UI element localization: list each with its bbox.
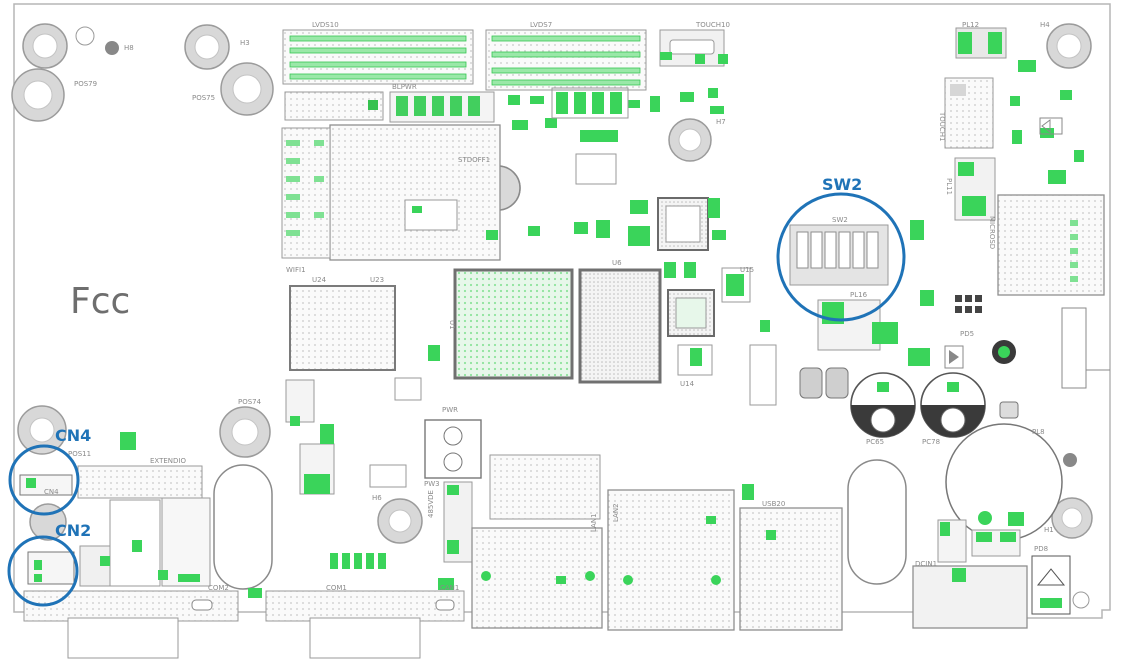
dcin1-connector: [912, 565, 1028, 629]
label-stdoff1: STDOFF1: [458, 156, 490, 164]
callout-cn2: CN2: [7, 521, 91, 607]
label-wifi1: WIFI1: [286, 266, 306, 274]
label-lan2: LAN2: [612, 503, 620, 522]
label-pl12: PL12: [962, 21, 979, 29]
label-u15: U15: [740, 266, 754, 274]
callout-circle-cn2: [7, 535, 79, 607]
label-pd8: PD8: [1034, 545, 1048, 553]
label-h8: H8: [124, 44, 134, 52]
label-pos79: POS79: [74, 80, 97, 88]
lan2-connector: [607, 489, 735, 631]
fcc-mark: Fcc: [70, 281, 130, 322]
soc-chip-left: [289, 285, 396, 371]
label-pos74: POS74: [238, 398, 262, 406]
test-point: [105, 41, 119, 55]
label-com2: COM2: [208, 584, 229, 592]
soc-chip-right: [578, 268, 662, 384]
label-u23: U23: [370, 276, 384, 284]
label-bl-pwr: BLPWR: [392, 83, 417, 91]
label-pd5: PD5: [960, 330, 974, 338]
label-pc78: PC78: [922, 438, 940, 446]
left-vertical-header: [281, 127, 331, 259]
label-extendio: EXTENDIO: [150, 457, 186, 465]
callout-cn4: CN4: [8, 426, 91, 516]
module-area: [329, 124, 501, 261]
test-point: [1063, 453, 1077, 467]
label-u24: U24: [312, 276, 327, 284]
label-h1: H1: [1044, 526, 1054, 534]
label-sw2: SW2: [832, 216, 848, 224]
label-pos11: POS11: [68, 450, 91, 458]
callout-circle-cn4: [8, 444, 80, 516]
label-touch10: TOUCH10: [695, 21, 730, 29]
label-lan1: LAN1: [590, 513, 598, 532]
label-pc65: PC65: [866, 438, 884, 446]
label-pos75: POS75: [192, 94, 215, 102]
soc-chip-center: [453, 268, 574, 380]
com1-connector: [265, 590, 465, 622]
label-u14: U14: [680, 380, 695, 388]
callout-circle-sw2: [776, 192, 906, 322]
callout-label-cn4: CN4: [55, 426, 91, 445]
extendio-header: [77, 465, 203, 499]
crystal: [404, 199, 458, 231]
label-pwr: PWR: [442, 406, 458, 414]
label-usb20: USB20: [762, 500, 785, 508]
callout-label-sw2: SW2: [822, 175, 862, 194]
board-slot: [847, 459, 907, 585]
label-pl11: PL11: [945, 178, 953, 195]
touch1-connector: [944, 77, 994, 149]
label-pl8: PL8: [1032, 428, 1045, 436]
dip-switch-levers: [796, 231, 879, 269]
label-com1: COM1: [326, 584, 347, 592]
label-pw3: PW3: [424, 480, 440, 488]
smd-components: [428, 52, 770, 366]
label-microsd: MICROSD: [988, 216, 996, 249]
label-h6: H6: [372, 494, 382, 502]
label-pl16: PL16: [850, 291, 868, 299]
label-touch1: TOUCH1: [938, 111, 946, 142]
bl-pwr-header: [284, 91, 384, 121]
label-lvds7: LVDS7: [530, 21, 552, 29]
label-h4: H4: [1040, 21, 1050, 29]
label-dcin1: DCIN1: [915, 560, 937, 568]
lan1-connector: [471, 527, 603, 629]
label-h7: H7: [716, 118, 726, 126]
callout-sw2: SW2: [776, 175, 906, 322]
label-u6: U6: [612, 259, 622, 267]
callout-label-cn2: CN2: [55, 521, 91, 540]
label-u1: U1: [448, 320, 456, 330]
fiducial: [1072, 591, 1090, 609]
label-can1: CAN1: [440, 584, 459, 592]
electrolytic-capacitors: [850, 372, 1063, 541]
label-cn4-silk: CN4: [44, 488, 59, 496]
label-lvds10: LVDS10: [312, 21, 339, 29]
microsd-slot: [997, 194, 1105, 296]
fiducial: [75, 26, 95, 46]
usb20-connector: [739, 507, 843, 631]
label-h3: H3: [240, 39, 250, 47]
board-slot: [213, 464, 273, 590]
label-rs485: 485VDE: [427, 490, 435, 518]
